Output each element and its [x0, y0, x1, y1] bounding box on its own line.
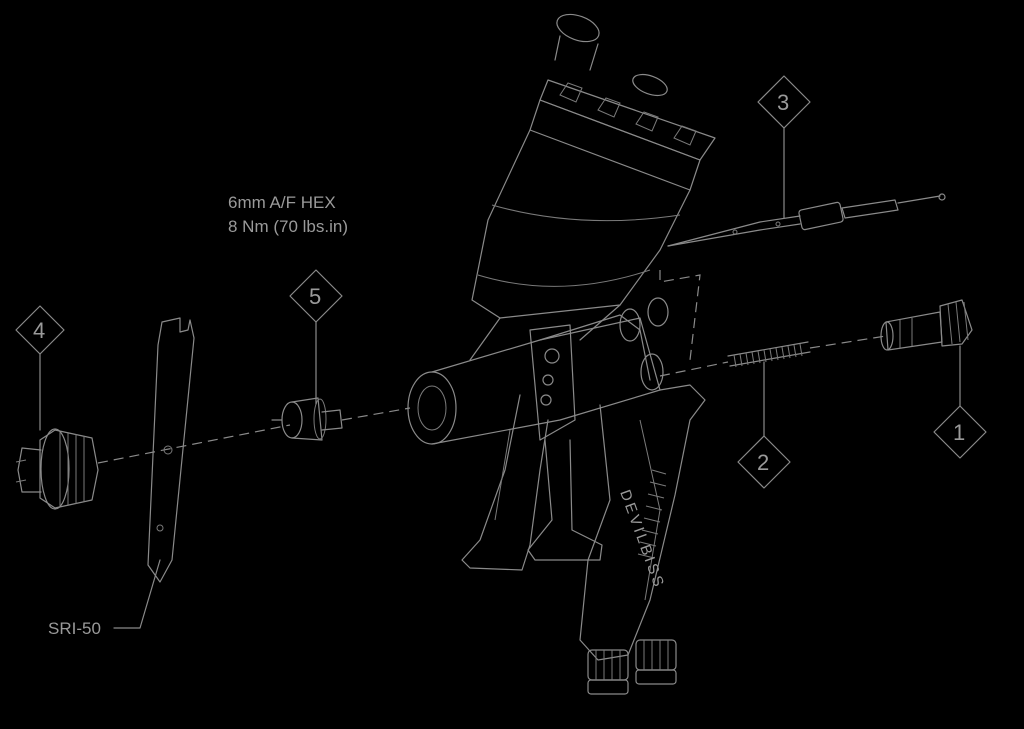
callout-3	[757, 75, 811, 219]
air-cap-part	[15, 428, 99, 510]
sri-50-tool	[113, 317, 195, 629]
brand-text: DEVILBISS	[616, 488, 668, 592]
callout-2-number: 2	[757, 450, 769, 475]
torque-note-line1: 6mm A/F HEX	[228, 193, 336, 212]
torque-note-line2: 8 Nm (70 lbs.in)	[228, 217, 348, 236]
axis-line-center	[341, 407, 411, 421]
callout-5	[289, 269, 343, 405]
needle-guide-line	[659, 270, 701, 361]
spring-part	[727, 341, 811, 368]
callout-4	[15, 305, 65, 431]
callout-5-number: 5	[309, 284, 321, 309]
callout-4-number: 4	[33, 318, 45, 343]
axis-line-left	[97, 424, 291, 464]
callout-2	[737, 361, 791, 489]
gravity-cup	[469, 13, 716, 361]
fluid-tip-part	[271, 397, 343, 441]
callout-3-number: 3	[777, 90, 789, 115]
callout-1-number: 1	[953, 420, 965, 445]
axis-line-rear-1	[659, 361, 729, 377]
gun-body	[407, 297, 706, 695]
axis-line-rear-2	[809, 335, 887, 349]
needle-part	[667, 193, 946, 247]
adjustment-knob-part	[880, 299, 973, 351]
tool-label: SRI-50	[48, 619, 101, 638]
callout-1	[933, 345, 987, 459]
